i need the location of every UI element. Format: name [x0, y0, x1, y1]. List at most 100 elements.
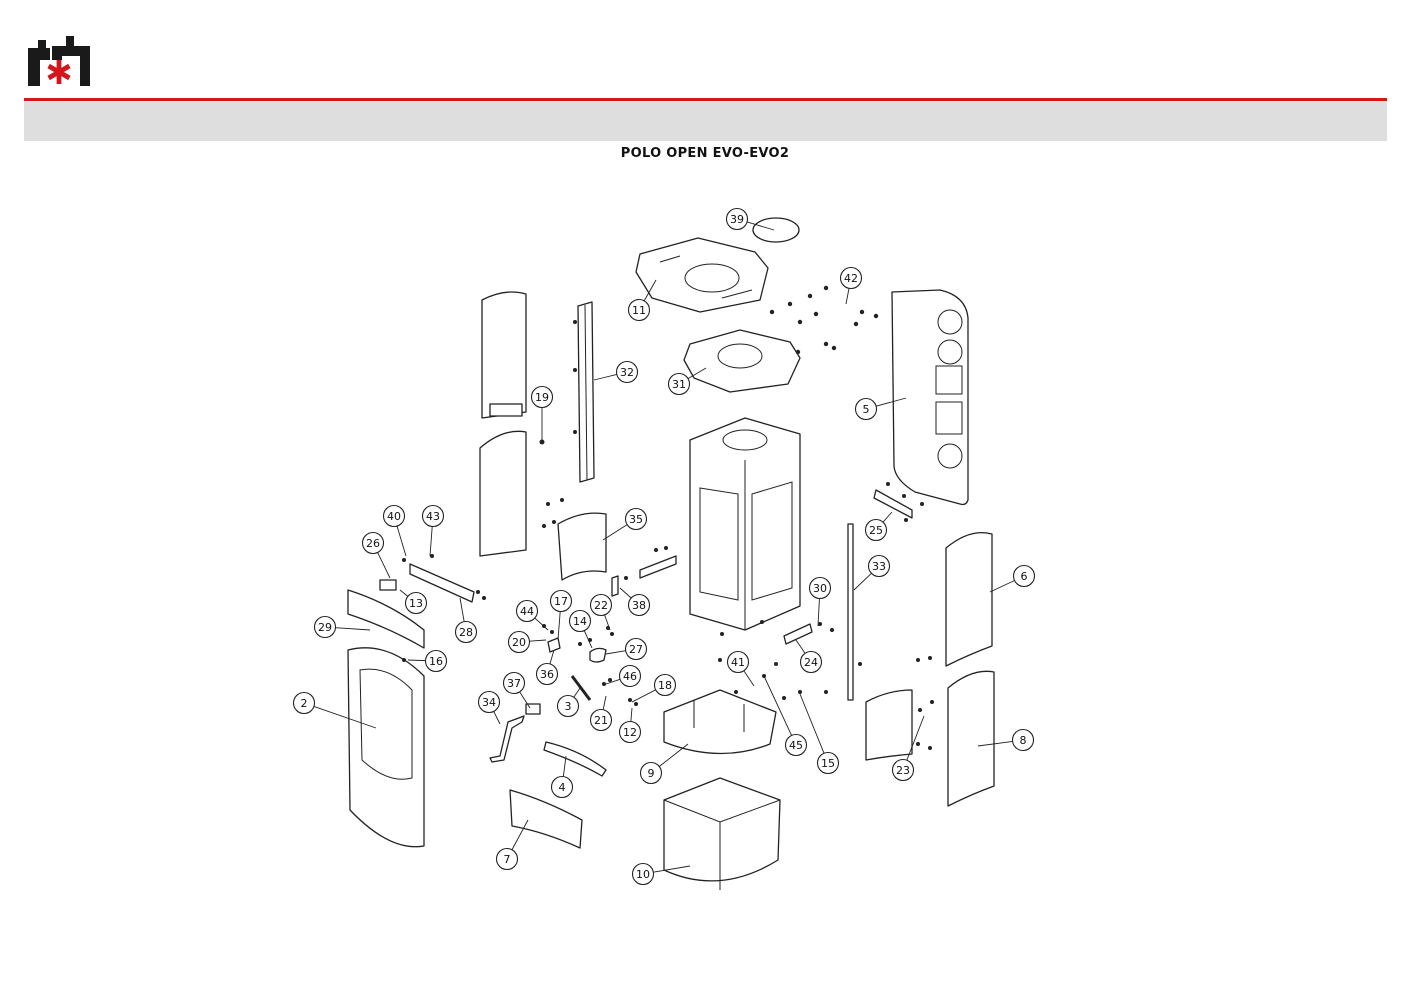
callout-3: 3 [556, 694, 580, 718]
callout-leader [313, 706, 377, 729]
callout-leader [687, 367, 707, 380]
callout-circle [839, 266, 863, 290]
callout-circle [631, 862, 655, 886]
brand-logo [28, 36, 90, 86]
part-31-deflector-plate [683, 329, 801, 393]
callout-number: 11 [632, 304, 646, 317]
callout-leader [602, 524, 628, 541]
callout-leaders [313, 221, 1015, 873]
part-27-clip [589, 647, 607, 663]
callout-number: 15 [821, 757, 835, 770]
callout-leader [906, 715, 925, 761]
callout-leader [399, 589, 409, 597]
callout-number: 21 [594, 714, 608, 727]
callout-circle [361, 531, 385, 555]
hardware-screws [402, 285, 934, 750]
callout-leader [630, 707, 633, 722]
page-title: POLO OPEN EVO-EVO2 [620, 146, 790, 161]
callout-33: 33 [867, 554, 891, 578]
callout-circle [568, 609, 592, 633]
callout-leader [882, 511, 893, 523]
callout-18: 18 [653, 673, 677, 697]
callout-number: 39 [730, 213, 744, 226]
callout-8: 8 [1011, 728, 1035, 752]
callout-circle [799, 650, 823, 674]
callout-leader [876, 397, 907, 407]
callout-43: 43 [421, 504, 445, 528]
callout-circle [618, 664, 642, 688]
asterisk-icon [47, 60, 71, 84]
callout-23: 23 [891, 758, 915, 782]
callout-6: 6 [1012, 564, 1036, 588]
callout-leader [746, 221, 775, 231]
part-11-top-plate [635, 237, 769, 313]
header-rule [24, 98, 1387, 101]
callout-leader [583, 630, 593, 649]
part-34-bar [489, 715, 525, 763]
callout-24: 24 [799, 650, 823, 674]
callout-11: 11 [627, 298, 651, 322]
callout-number: 18 [658, 679, 672, 692]
callout-leader [573, 687, 581, 698]
part-7-front-trim [509, 789, 583, 849]
part-33-rod [847, 523, 854, 701]
callout-leader [989, 580, 1015, 593]
callout-25: 25 [864, 518, 888, 542]
left-side-panel-lower [479, 430, 527, 557]
callout-leader [593, 374, 617, 381]
callout-number: 24 [804, 656, 818, 669]
callout-circle [816, 751, 840, 775]
callout-36: 36 [535, 662, 559, 686]
callout-circle [725, 207, 749, 231]
callout-number: 2 [301, 697, 308, 710]
left-side-panel-upper [481, 291, 527, 419]
callout-circle [624, 507, 648, 531]
callout-circle [1012, 564, 1036, 588]
callout-circle [515, 599, 539, 623]
callout-number: 19 [535, 391, 549, 404]
callout-10: 10 [631, 862, 655, 886]
callout-leader [817, 598, 820, 627]
callout-leader [619, 587, 632, 599]
callout-number: 22 [594, 599, 608, 612]
part-26-clip [379, 579, 397, 591]
callout-leader [511, 819, 529, 850]
part-38-bracket [611, 575, 619, 597]
callout-leader [396, 525, 407, 557]
part-25-bracket [873, 489, 913, 519]
callout-circle [421, 504, 445, 528]
callout-5: 5 [854, 397, 878, 421]
callout-number: 31 [672, 378, 686, 391]
callout-circle [454, 620, 478, 644]
callout-leader [377, 552, 391, 579]
callout-number: 17 [554, 595, 568, 608]
callout-circle [1011, 728, 1035, 752]
callout-45: 45 [784, 733, 808, 757]
callout-leader [549, 649, 555, 665]
callout-31: 31 [667, 372, 691, 396]
callout-4: 4 [550, 775, 574, 799]
callout-9: 9 [639, 761, 663, 785]
callout-number: 30 [813, 582, 827, 595]
callout-7: 7 [495, 847, 519, 871]
callout-26: 26 [361, 531, 385, 555]
callout-circle [589, 593, 613, 617]
callout-leader [604, 614, 611, 631]
part-5-back-panel [891, 289, 969, 506]
callout-21: 21 [589, 708, 613, 732]
callout-leader [519, 691, 531, 709]
part-10-base [663, 777, 781, 890]
callout-leader [459, 597, 465, 622]
callout-number: 35 [629, 513, 643, 526]
callout-number: 34 [482, 696, 496, 709]
callout-number: 5 [863, 403, 870, 416]
callout-19: 19 [530, 385, 554, 409]
callout-number: 14 [573, 615, 587, 628]
callout-circle [667, 372, 691, 396]
callout-circle [502, 671, 526, 695]
callout-circle [624, 637, 648, 661]
callout-circle [550, 775, 574, 799]
callout-number: 36 [540, 668, 554, 681]
callout-38: 38 [627, 593, 651, 617]
part-23-back-plate [865, 689, 913, 761]
